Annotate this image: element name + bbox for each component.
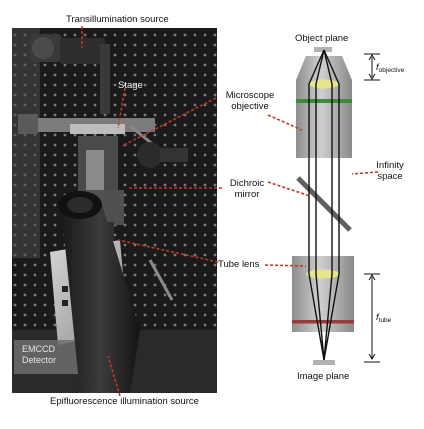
microscope-objective-label: Microscope objective (218, 90, 282, 112)
objective-lens-element (309, 79, 339, 89)
emccd-detector-label-line1: EMCCD (22, 344, 55, 354)
epifluorescence-pointer (107, 355, 121, 397)
optical-schematic (264, 47, 380, 365)
tube-lens-element (306, 269, 340, 279)
schematic-annotation-lines (264, 114, 379, 267)
f-objective-label: fobjective (376, 62, 404, 76)
f-tube-dimension (364, 273, 380, 363)
f-objective-subscript: objective (378, 67, 405, 74)
stage-assembly (18, 114, 161, 152)
objective-pointer (121, 97, 217, 147)
f-objective-dimension (364, 53, 380, 81)
microscope-objective-label-line1: Microscope (225, 90, 275, 101)
f-tube-symbol: f (376, 312, 379, 323)
transillumination-lamp (30, 34, 110, 114)
image-plane-label: Image plane (297, 371, 350, 382)
tube-lens-label: Tube lens (218, 259, 260, 270)
infinity-space-label-line2: space (377, 171, 403, 182)
tube-red-band (292, 320, 354, 324)
epifluorescence-light-guide (58, 191, 140, 393)
transillumination-source-label: Transillumination source (66, 14, 169, 25)
object-plane-slide (314, 47, 332, 52)
f-tube-label: ftube (376, 312, 391, 326)
stage-label: Stage (118, 80, 143, 91)
objective-body (78, 136, 188, 196)
tube-lens-schematic (292, 256, 354, 332)
infinity-space-label-line1: Infinity (376, 160, 404, 171)
f-tube-subscript: tube (378, 317, 392, 324)
f-objective-symbol: f (376, 62, 379, 73)
epifluorescence-source-label: Epifluorescence illumination source (50, 396, 199, 407)
emccd-label-panel (14, 340, 82, 374)
photo-annotation-lines (81, 26, 222, 397)
objective-green-band (296, 99, 352, 103)
objective-schematic (296, 56, 352, 158)
tube-lens-pointer (117, 239, 219, 263)
stage-pointer (117, 87, 126, 129)
microscope-objective-label-line2: objective (231, 101, 269, 112)
dichroic-mirror-label-line1: Dichroic (229, 178, 265, 189)
dichroic-mirror-label: Dichroic mirror (222, 178, 272, 200)
dichroic-mirror-element (296, 176, 352, 232)
infinity-space-label: Infinity space (368, 160, 412, 182)
ray-paths (308, 49, 340, 361)
image-plane-slide (313, 360, 335, 365)
dichroic-mirror-label-line2: mirror (234, 189, 260, 200)
emccd-detector-label-line2: Detector (22, 355, 57, 365)
emccd-detector-label: EMCCD Detector (22, 344, 56, 366)
object-plane-label: Object plane (295, 33, 349, 44)
microscope-photo (12, 28, 217, 393)
